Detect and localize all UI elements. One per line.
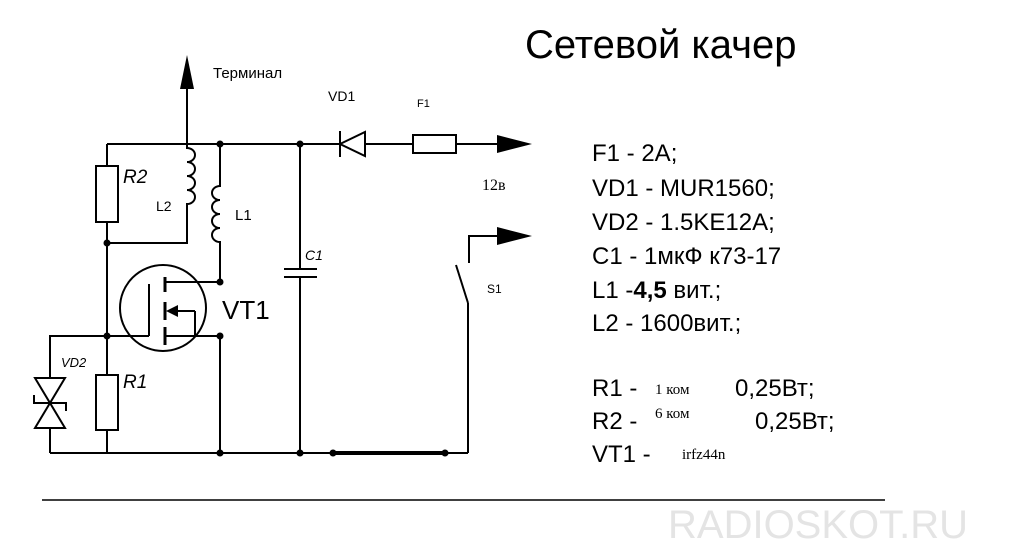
junction-dots [103, 140, 449, 457]
inductor-l1 [165, 144, 221, 283]
page-title: Сетевой качер [525, 23, 797, 67]
supply-label: 12в [482, 177, 506, 194]
fuse-f1 [412, 134, 457, 154]
vt1-label: VT1 [222, 295, 270, 325]
part-l2: L2 - 1600вит.; [592, 310, 741, 337]
r2-label: R2 [123, 167, 148, 188]
diode-vd1 [337, 130, 366, 158]
part-r1-power: 0,25Вт; [735, 375, 815, 402]
part-c1: C1 - 1мкФ к73-17 [592, 243, 781, 270]
part-r2-prefix: R2 - [592, 408, 637, 435]
resistor-r1 [95, 374, 119, 431]
part-l1: L1 -4,5 вит.; [592, 277, 721, 304]
part-r2-value: 6 ком [655, 406, 690, 422]
parts-list: F1 - 2A; VD1 - MUR1560; VD2 - 1.5KE12A; … [592, 140, 835, 468]
switch-s1 [455, 227, 532, 453]
terminal-label: Терминал [213, 65, 282, 82]
mosfet-vt1 [107, 264, 220, 352]
c1-label: C1 [305, 247, 323, 263]
part-vt1-prefix: VT1 - [592, 441, 651, 468]
part-r2-power: 0,25Вт; [755, 408, 835, 435]
part-vt1-value: irfz44n [682, 447, 726, 463]
inductor-l2 [107, 144, 196, 244]
terminal-arrow [180, 55, 194, 144]
part-r1-prefix: R1 - [592, 375, 637, 402]
vd2-label: VD2 [61, 355, 87, 370]
part-vd2: VD2 - 1.5KE12A; [592, 209, 775, 236]
part-r1-value: 1 ком [655, 382, 690, 398]
r1-label: R1 [123, 372, 147, 393]
l2-label: L2 [156, 198, 172, 214]
tvs-diode-vd2 [33, 335, 107, 453]
s1-label: S1 [487, 282, 502, 296]
part-f1: F1 - 2A; [592, 140, 677, 167]
capacitor-c1 [284, 144, 317, 453]
supply-arrow [497, 135, 532, 153]
l1-label: L1 [235, 207, 252, 224]
vd1-label: VD1 [328, 88, 355, 104]
watermark: RADIOSKOT.RU [668, 503, 968, 547]
resistor-r2 [95, 165, 119, 223]
f1-label: F1 [417, 98, 430, 110]
part-vd1: VD1 - MUR1560; [592, 175, 775, 202]
